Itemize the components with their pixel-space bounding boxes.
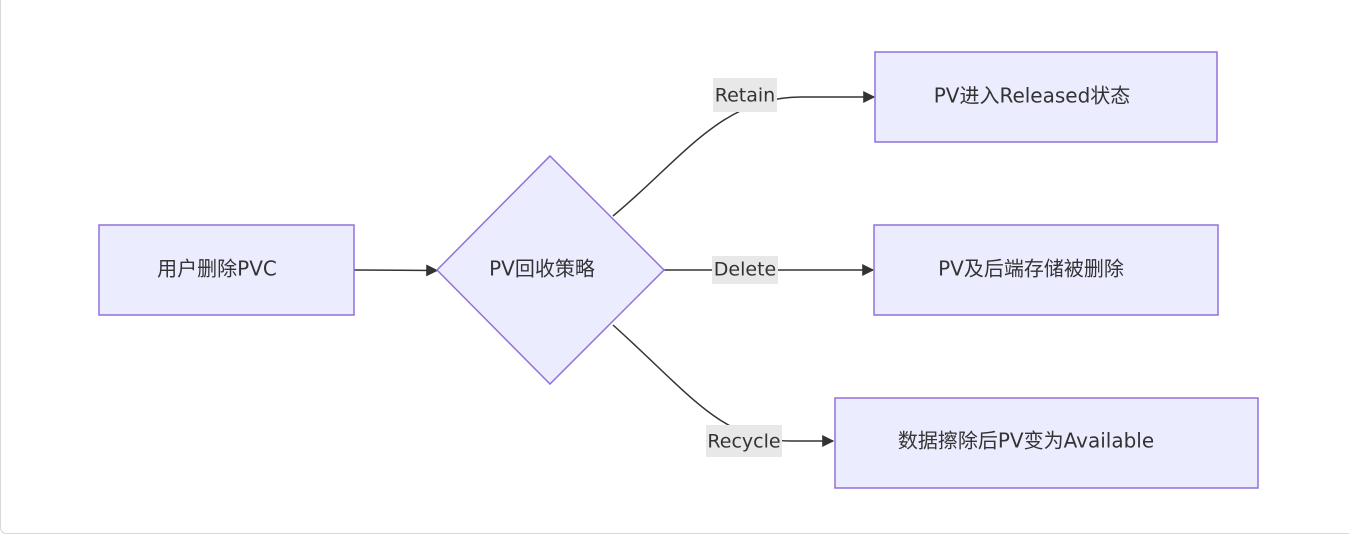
node-recycle-text: 数据擦除后PV变为Available xyxy=(898,429,1154,453)
node-start-text: 用户删除PVC xyxy=(157,257,277,281)
node-recycle: 数据擦除后PV变为Available xyxy=(834,397,1259,489)
edge-label-retain: Retain xyxy=(713,78,777,112)
node-decision: PV回收策略 xyxy=(435,154,666,386)
node-retain-text: PV进入Released状态 xyxy=(934,84,1131,108)
node-start: 用户删除PVC xyxy=(98,224,355,316)
edge-label-retain-text: Retain xyxy=(715,85,775,107)
node-delete: PV及后端存储被删除 xyxy=(873,224,1219,316)
edge-retain xyxy=(612,91,876,217)
edge-label-recycle: Recycle xyxy=(706,425,782,457)
edge-recycle xyxy=(612,324,835,447)
edge-label-delete-text: Delete xyxy=(714,259,776,281)
node-decision-text: PV回收策略 xyxy=(489,257,595,281)
edge-start-to-decision xyxy=(353,264,439,277)
node-retain: PV进入Released状态 xyxy=(874,51,1218,143)
edge-label-recycle-text: Recycle xyxy=(707,431,780,453)
edge-label-delete: Delete xyxy=(712,256,778,284)
node-delete-text: PV及后端存储被删除 xyxy=(938,257,1124,281)
